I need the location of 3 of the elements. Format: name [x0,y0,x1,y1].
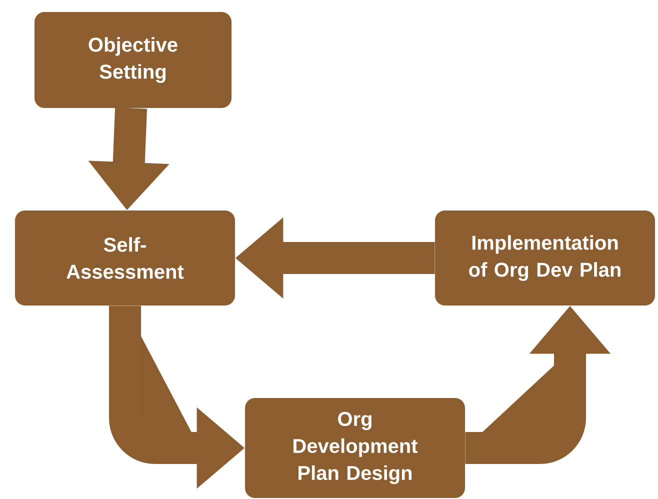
process-box: Implementation of Org Dev Plan [435,210,655,306]
process-box: Self- Assessment [15,210,235,306]
process-box: Objective Setting [34,12,232,108]
